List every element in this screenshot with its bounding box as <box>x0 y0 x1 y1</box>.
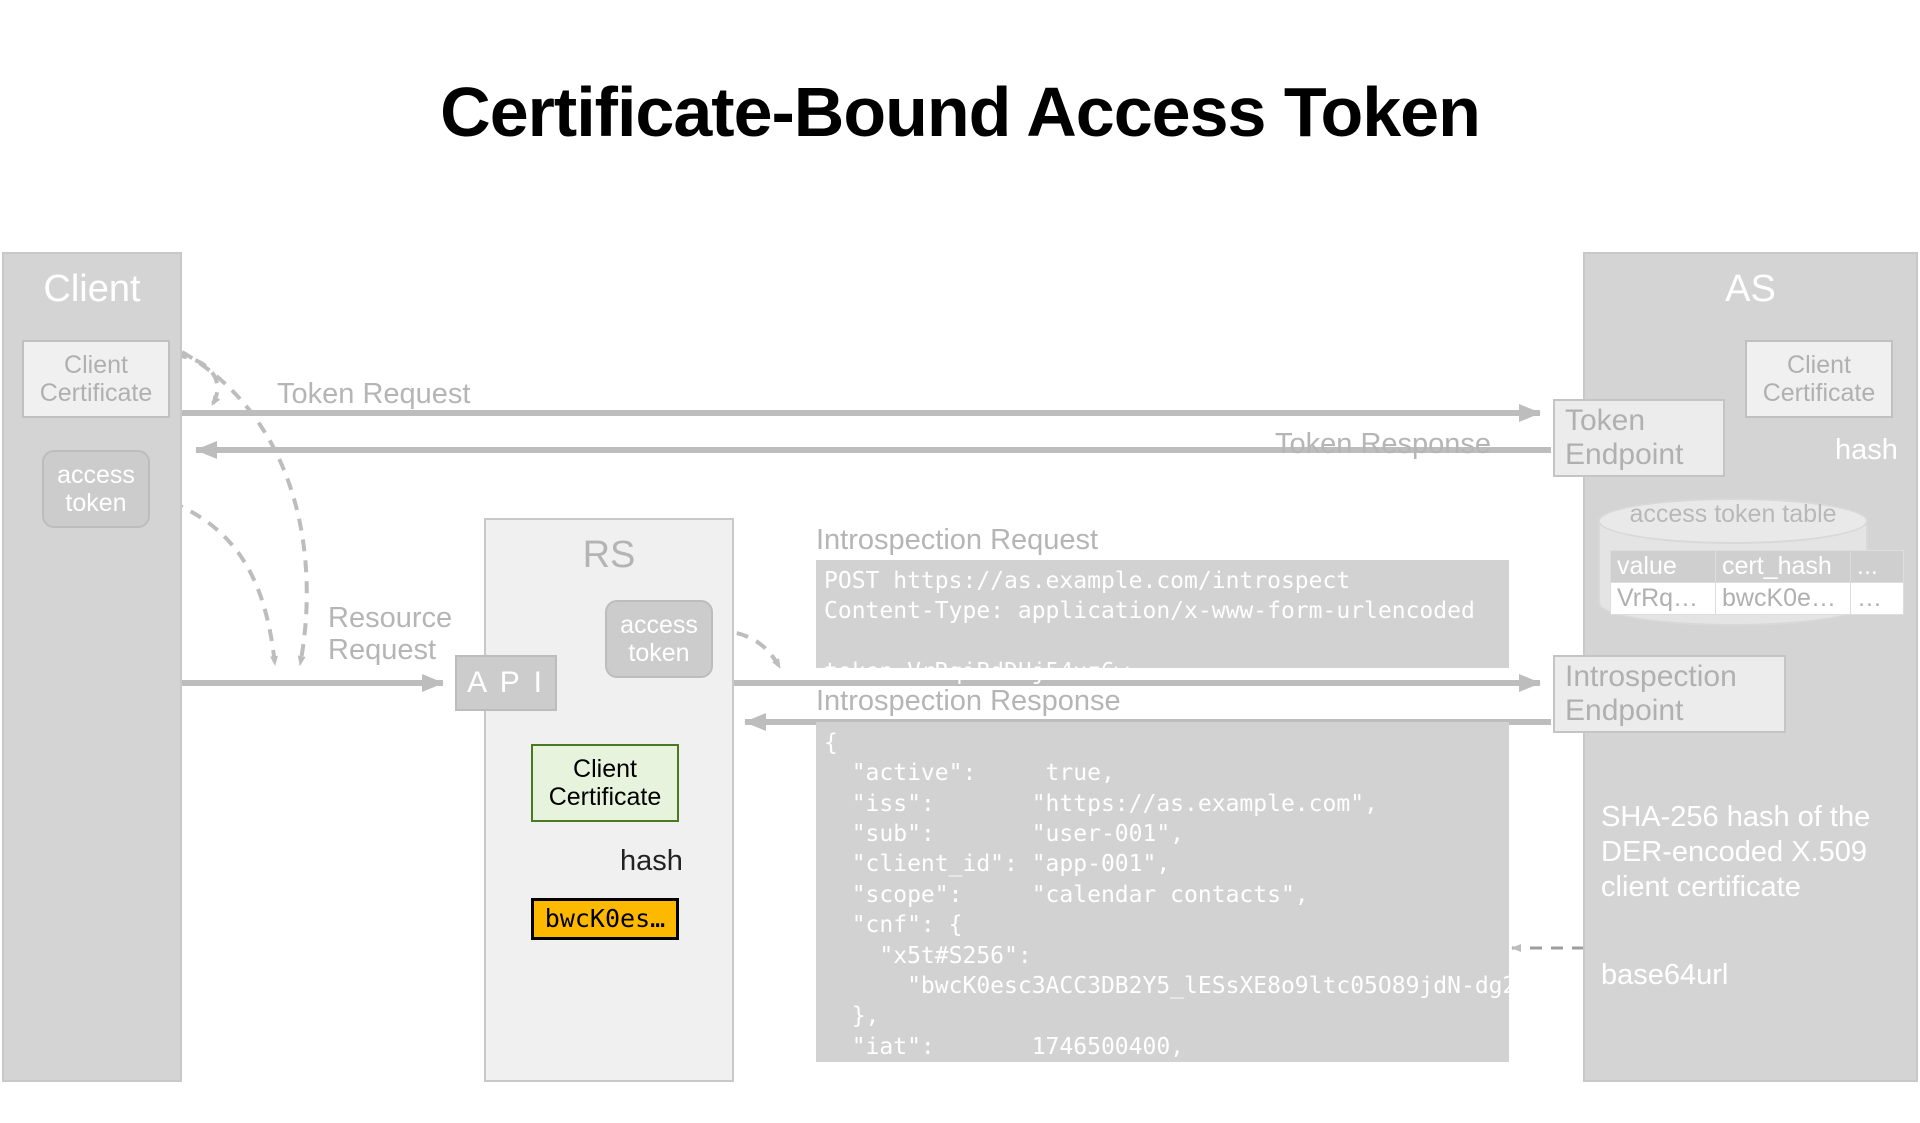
access-token-table-title: access token table <box>1629 500 1837 528</box>
table-header-row: value cert_hash ... <box>1610 550 1904 583</box>
access-token-table: value cert_hash ... VrRq… bwcK0e… … <box>1610 550 1904 615</box>
introspection-request-code: POST https://as.example.com/introspect C… <box>816 560 1509 685</box>
page-title: Certificate-Bound Access Token <box>440 73 1481 151</box>
base64url-label: base64url <box>1601 959 1729 991</box>
access-token-table-cylinder-top <box>1598 498 1868 544</box>
cell-more: … <box>1850 582 1904 615</box>
client-access-token-chip: access token <box>42 450 150 528</box>
flow-label-introspection-response: Introspection Response <box>816 685 1121 717</box>
column-header-more: ... <box>1850 550 1904 583</box>
table-row: VrRq… bwcK0e… … <box>1610 582 1904 615</box>
as-hash-edge-label: hash <box>1835 434 1898 466</box>
flow-label-introspection-request: Introspection Request <box>816 524 1099 556</box>
introspection-response-code: { "active": true, "iss": "https://as.exa… <box>816 722 1530 1120</box>
rs-hash-box: bwcK0es… <box>531 898 679 940</box>
column-header-cert-hash: cert_hash <box>1715 550 1851 583</box>
introspection-endpoint-box[interactable]: Introspection Endpoint <box>1553 655 1786 733</box>
as-panel-label: AS <box>1725 268 1776 310</box>
token-endpoint-box[interactable]: Token Endpoint <box>1553 399 1725 477</box>
api-box: A P I <box>455 655 557 711</box>
rs-hash-edge-label: hash <box>620 845 683 877</box>
flow-label-token-response: Token Response <box>1275 428 1492 460</box>
client-certificate-box: Client Certificate <box>22 340 170 418</box>
flow-label-token-request: Token Request <box>277 378 471 410</box>
rs-client-certificate-box: Client Certificate <box>531 744 679 822</box>
as-client-certificate-box: Client Certificate <box>1745 340 1893 418</box>
cell-value: VrRq… <box>1610 582 1716 615</box>
sha256-annotation: SHA-256 hash of the DER-encoded X.509 cl… <box>1601 801 1871 903</box>
rs-panel-label: RS <box>582 534 636 576</box>
rs-access-token-chip: access token <box>605 600 713 678</box>
cell-cert-hash: bwcK0e… <box>1715 582 1851 615</box>
client-panel-label: Client <box>43 268 141 310</box>
flow-label-resource-request: Resource Request <box>328 602 453 667</box>
column-header-value: value <box>1610 550 1716 583</box>
diagram-canvas: Certificate-Bound Access Token Client Cl… <box>2 73 1918 1120</box>
